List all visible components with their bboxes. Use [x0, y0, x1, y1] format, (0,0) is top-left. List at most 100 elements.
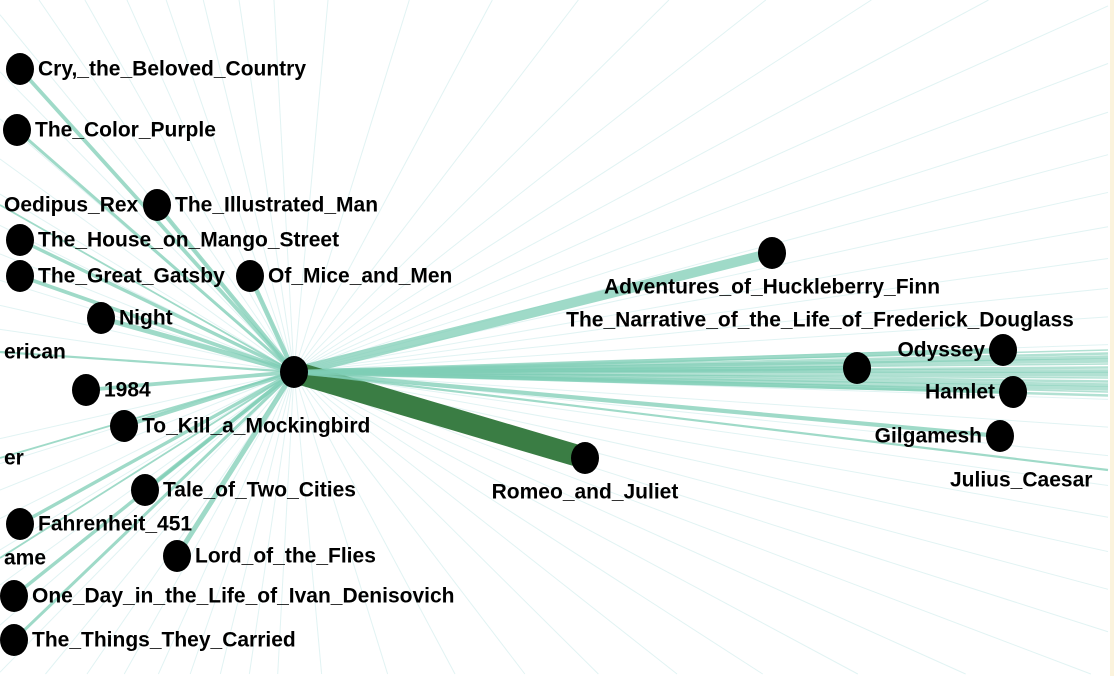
faint-edge — [293, 5, 1109, 373]
faint-edge — [0, 158, 295, 373]
edge-mice — [247, 275, 297, 373]
edge-gatsby — [19, 274, 295, 374]
faint-edge — [293, 0, 670, 373]
faint-edge — [293, 371, 1109, 487]
faint-edge — [202, 0, 295, 373]
node-label-gatsby: The_Great_Gatsby — [38, 265, 225, 288]
edge-mango — [19, 238, 295, 374]
faint-edge — [293, 226, 1109, 373]
faint-edge — [0, 253, 295, 373]
node-mice[interactable] — [236, 260, 264, 292]
right-border-strip — [1110, 0, 1114, 676]
node-odyssey[interactable] — [989, 334, 1017, 366]
node-label-huck: Adventures_of_Huckleberry_Finn — [604, 276, 940, 299]
node-label-things: The_Things_They_Carried — [32, 629, 296, 652]
edge-julius — [293, 370, 1109, 472]
node-hamlet[interactable] — [999, 376, 1027, 408]
faint-edge — [293, 371, 966, 675]
faint-edge — [293, 63, 1109, 373]
faint-edge — [0, 371, 295, 673]
node-label-illustrated: The_Illustrated_Man — [175, 194, 378, 217]
faint-edge — [0, 71, 295, 373]
node-label-er: er — [4, 447, 24, 470]
edge-things — [12, 370, 296, 642]
node-fahrenheit[interactable] — [6, 508, 34, 540]
edge-douglass — [293, 365, 858, 375]
faint-edge — [293, 371, 678, 675]
node-label-hamlet: Hamlet — [925, 381, 995, 404]
node-label-odyssey: Odyssey — [897, 339, 985, 362]
faint-edge — [293, 371, 323, 675]
edge-night — [100, 315, 295, 375]
faint-edge — [293, 371, 763, 675]
node-twocities[interactable] — [131, 474, 159, 506]
node-label-julius: Julius_Caesar — [950, 469, 1092, 492]
faint-edge — [123, 371, 295, 675]
edge-flies — [174, 370, 297, 558]
edge-huck — [292, 248, 774, 377]
faint-edge — [277, 371, 295, 675]
node-purple[interactable] — [3, 114, 31, 146]
faint-edge — [165, 0, 295, 373]
faint-edge — [293, 287, 1109, 373]
faint-edge — [0, 371, 295, 551]
faint-edge — [293, 371, 526, 675]
node-mango[interactable] — [6, 224, 34, 256]
node-beloved[interactable] — [6, 53, 34, 85]
edge-er — [0, 371, 295, 459]
faint-edge — [293, 257, 1109, 373]
node-label-mango: The_House_on_Mango_Street — [38, 229, 339, 252]
faint-edge — [293, 316, 1109, 373]
faint-edge — [0, 371, 295, 491]
node-things[interactable] — [0, 624, 28, 656]
node-illustrated[interactable] — [143, 189, 171, 221]
node-huck[interactable] — [758, 237, 786, 269]
faint-edge — [293, 371, 456, 675]
faint-edge — [293, 371, 1109, 428]
faint-edge — [189, 371, 295, 675]
faint-edge — [293, 0, 493, 373]
faint-edge — [0, 328, 295, 373]
faint-edge — [293, 0, 410, 373]
node-label-beloved: Cry,_the_Beloved_Country — [38, 58, 306, 81]
node-romeo[interactable] — [571, 442, 599, 474]
faint-edge — [248, 371, 295, 675]
hub-node[interactable] — [280, 356, 308, 388]
node-label-douglass: The_Narrative_of_the_Life_of_Frederick_D… — [566, 309, 1074, 332]
node-ivan[interactable] — [0, 580, 28, 612]
edge-american — [0, 350, 295, 374]
faint-edge — [238, 0, 295, 373]
faint-edge — [293, 0, 767, 373]
faint-edge — [273, 0, 295, 373]
node-label-flies: Lord_of_the_Flies — [195, 545, 376, 568]
node-label-gilgamesh: Gilgamesh — [875, 425, 982, 448]
faint-edge — [0, 371, 295, 520]
node-flies[interactable] — [163, 540, 191, 572]
edge-illustrated — [155, 203, 296, 374]
node-gilgamesh[interactable] — [986, 420, 1014, 452]
node-label-ame: ame — [4, 547, 46, 570]
edge-odyssey — [293, 347, 1004, 375]
node-label-mockingbird: To_Kill_a_Mockingbird — [142, 415, 370, 438]
faint-edge — [293, 371, 599, 675]
node-label-romeo: Romeo_and_Juliet — [492, 481, 679, 504]
node-mockingbird[interactable] — [110, 410, 138, 442]
edge-purple — [16, 128, 295, 374]
node-label-purple: The_Color_Purple — [35, 119, 216, 142]
node-1984[interactable] — [72, 374, 100, 406]
node-douglass[interactable] — [843, 352, 871, 384]
node-label-1984: 1984 — [104, 379, 151, 402]
edge-ame — [0, 371, 295, 559]
faint-edge — [0, 193, 295, 373]
node-night[interactable] — [87, 302, 115, 334]
faint-edge — [293, 0, 989, 373]
node-gatsby[interactable] — [6, 260, 34, 292]
edge-1984 — [85, 370, 295, 392]
node-label-night: Night — [119, 307, 173, 330]
nodes-layer — [0, 53, 1027, 656]
faint-edge — [38, 0, 295, 373]
node-label-fahrenheit: Fahrenheit_451 — [38, 513, 192, 536]
